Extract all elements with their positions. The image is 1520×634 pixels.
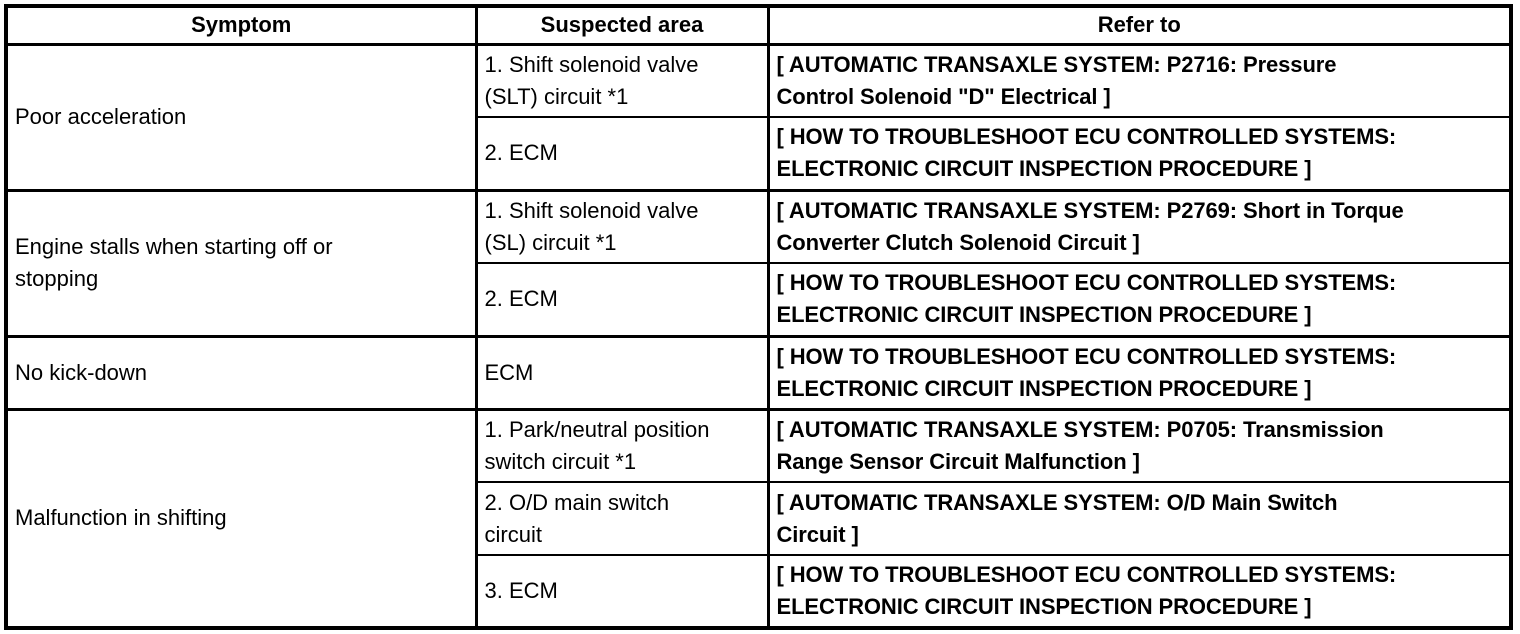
table-header: Symptom Suspected area Refer to <box>4 4 1513 46</box>
refer-to-cell: [ AUTOMATIC TRANSAXLE SYSTEM: O/D Main S… <box>766 481 1513 556</box>
suspected-area-column-header: Suspected area <box>474 4 770 46</box>
refer-to-cell: [ HOW TO TROUBLESHOOT ECU CONTROLLED SYS… <box>766 262 1513 337</box>
refer-to-cell: [ AUTOMATIC TRANSAXLE SYSTEM: P2769: Sho… <box>766 188 1513 264</box>
refer-to-cell: [ AUTOMATIC TRANSAXLE SYSTEM: P2716: Pre… <box>766 42 1513 118</box>
table-row: 2. ECM [ HOW TO TROUBLESHOOT ECU CONTROL… <box>6 262 1513 337</box>
symptom-cell: Poor acceleration <box>4 42 478 191</box>
table-body: Poor acceleration 1. Shift solenoid valv… <box>4 42 1513 629</box>
symptom-cell: No kick-down <box>4 334 478 410</box>
table-row: Engine stalls when starting off or stopp… <box>4 188 1513 337</box>
refer-to-cell: [ HOW TO TROUBLESHOOT ECU CONTROLLED SYS… <box>766 334 1513 410</box>
symptom-cell: Malfunction in shifting <box>4 407 478 629</box>
table-row: Poor acceleration 1. Shift solenoid valv… <box>4 42 1513 191</box>
table-row: No kick-down ECM [ HOW TO TROUBLESHOOT E… <box>4 334 1513 410</box>
symptom-cell: Engine stalls when starting off or stopp… <box>4 188 478 337</box>
table-row: 2. ECM [ HOW TO TROUBLESHOOT ECU CONTROL… <box>6 116 1513 191</box>
table-row: 2. O/D main switch circuit [ AUTOMATIC T… <box>6 481 1513 556</box>
table-row: 3. ECM [ HOW TO TROUBLESHOOT ECU CONTROL… <box>6 554 1513 629</box>
header-row: Symptom Suspected area Refer to <box>4 4 1513 46</box>
suspected-area-cell: 1. Shift solenoid valve (SLT) circuit *1 <box>474 42 770 118</box>
suspected-area-cell: 3. ECM <box>474 554 770 629</box>
refer-to-cell: [ HOW TO TROUBLESHOOT ECU CONTROLLED SYS… <box>766 116 1513 191</box>
refer-to-column-header: Refer to <box>766 4 1513 46</box>
suspected-area-cell: 1. Shift solenoid valve (SL) circuit *1 <box>474 188 770 264</box>
document-page: Symptom Suspected area Refer to Poor acc… <box>0 4 1520 634</box>
refer-to-cell: [ AUTOMATIC TRANSAXLE SYSTEM: P0705: Tra… <box>766 407 1513 483</box>
suspected-area-cell: 2. O/D main switch circuit <box>474 481 770 556</box>
suspected-area-cell: 2. ECM <box>474 262 770 337</box>
table-row: Malfunction in shifting 1. Park/neutral … <box>4 407 1513 629</box>
symptom-diagnostic-table: Symptom Suspected area Refer to Poor acc… <box>4 4 1513 630</box>
suspected-area-cell: 1. Park/neutral position switch circuit … <box>474 407 770 483</box>
suspected-area-cell: ECM <box>474 334 770 410</box>
refer-to-cell: [ HOW TO TROUBLESHOOT ECU CONTROLLED SYS… <box>766 554 1513 629</box>
suspected-area-cell: 2. ECM <box>474 116 770 191</box>
symptom-column-header: Symptom <box>4 4 478 46</box>
